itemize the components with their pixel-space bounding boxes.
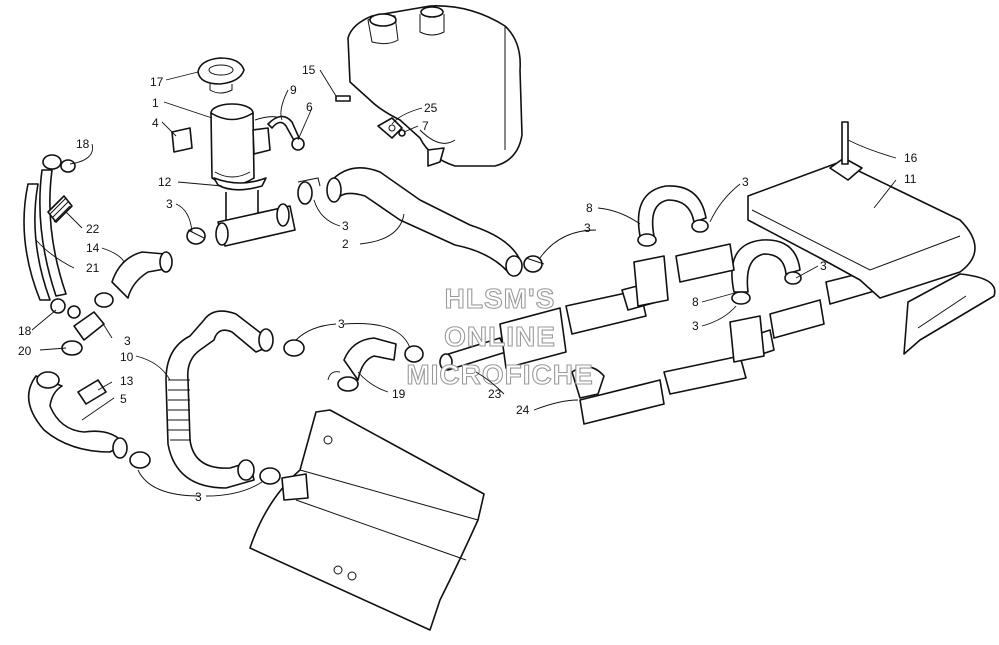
leader-lines — [31, 69, 897, 497]
callout-label: 15 — [302, 63, 316, 77]
corrugated-hose — [165, 310, 305, 489]
callout-label: 19 — [392, 387, 406, 401]
callout-label: 20 — [18, 344, 32, 358]
watermark-line-1: HLSM'S — [445, 283, 556, 314]
heat-exchanger-assembly — [439, 279, 775, 425]
callout-label: 14 — [86, 241, 100, 255]
callout-label: 3 — [338, 317, 345, 331]
callout-label: 25 — [424, 101, 438, 115]
callout-label: 18 — [76, 137, 90, 151]
coolant-filler-neck — [210, 103, 296, 247]
hose-clamp — [291, 137, 305, 151]
radiator-cap — [197, 57, 245, 94]
u-bend-hoses — [637, 185, 802, 305]
callout-label: 24 — [516, 403, 530, 417]
gasket — [171, 127, 193, 153]
callout-label: 3 — [166, 197, 173, 211]
skid-plate — [249, 409, 485, 631]
callout-label: 3 — [342, 219, 349, 233]
callout-label: 8 — [692, 295, 699, 309]
callout-label: 10 — [120, 350, 134, 364]
temperature-sensor — [829, 121, 863, 181]
watermark-line-2: ONLINE — [444, 321, 556, 352]
upper-coolant-hose — [326, 166, 523, 277]
cooling-manifolds — [633, 243, 879, 363]
callout-label: 3 — [584, 221, 591, 235]
callout-label: 12 — [158, 175, 172, 189]
mounting-plate — [747, 161, 996, 355]
callout-label: 23 — [488, 387, 502, 401]
callout-label: 3 — [195, 490, 202, 504]
callout-label: 3 — [820, 259, 827, 273]
callout-label: 13 — [120, 374, 134, 388]
callout-label: 17 — [150, 75, 164, 89]
callout-label: 2 — [342, 237, 349, 251]
callout-label: 3 — [742, 175, 749, 189]
bypass-hose-assembly — [23, 154, 105, 356]
watermark: HLSM'S ONLINE MICROFICHE — [406, 282, 593, 390]
callout-label: 6 — [306, 100, 313, 114]
callout-label: 11 — [904, 172, 917, 186]
callout-label: 8 — [586, 201, 593, 215]
hose-19 — [337, 337, 424, 392]
coolant-reservoir-tank — [347, 5, 523, 167]
callout-label: 21 — [86, 261, 100, 275]
tank-bracket — [335, 95, 445, 167]
hose-clamp-group — [186, 177, 545, 273]
lower-left-hose — [27, 371, 151, 469]
callout-label: 7 — [422, 119, 429, 133]
callout-label: 18 — [18, 324, 32, 338]
callout-label: 1 — [152, 96, 159, 110]
callout-label: 16 — [904, 151, 918, 165]
callout-label: 3 — [124, 334, 131, 348]
watermark-line-3: MICROFICHE — [406, 359, 593, 390]
callout-label: 22 — [86, 222, 100, 236]
callout-label: 9 — [290, 83, 297, 97]
callout-labels: 17 1 4 12 3 14 18 22 21 18 20 3 10 13 5 … — [18, 63, 918, 504]
callout-label: 4 — [152, 116, 159, 130]
callout-label: 3 — [692, 319, 699, 333]
callout-label: 5 — [120, 392, 127, 406]
